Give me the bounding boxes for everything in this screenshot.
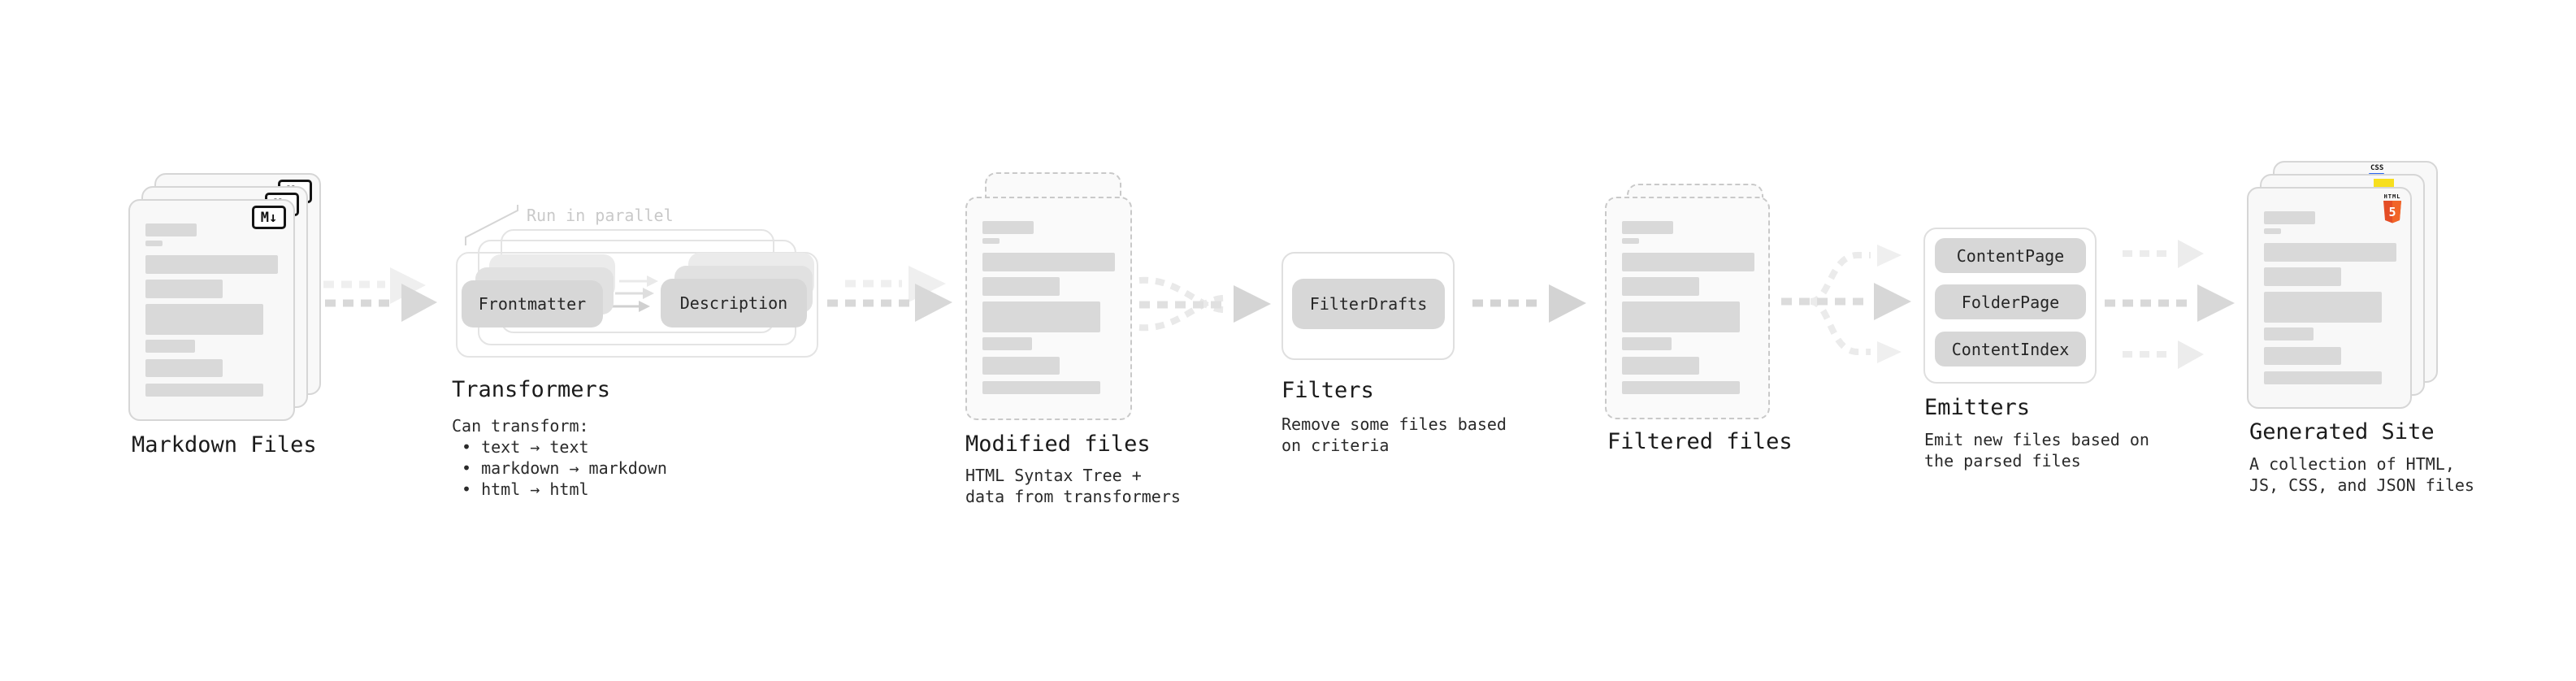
javascript-icon bbox=[2374, 179, 2394, 188]
document-skeleton bbox=[2264, 211, 2396, 384]
arrow-transformers-to-modified bbox=[827, 284, 952, 322]
arrow-modified-to-filters bbox=[1138, 276, 1271, 332]
html5-icon-label: HTML bbox=[2383, 193, 2401, 200]
markdown-icon: M↓ bbox=[252, 206, 286, 229]
document-skeleton bbox=[145, 223, 278, 397]
body-line: on criteria bbox=[1281, 436, 1390, 455]
stage-title-emitters: Emitters bbox=[1924, 395, 2031, 420]
html5-shield: 5 bbox=[2383, 201, 2401, 223]
document-skeleton bbox=[1622, 221, 1754, 394]
arrow-emitters-to-site-top bbox=[2123, 240, 2204, 268]
stage-title-filters: Filters bbox=[1281, 378, 1374, 403]
emitter-pill-contentpage: ContentPage bbox=[1935, 238, 2086, 273]
emitter-pill-contentindex: ContentIndex bbox=[1935, 332, 2086, 367]
filter-drafts-pill: FilterDrafts bbox=[1292, 279, 1445, 329]
svg-text:5: 5 bbox=[2388, 205, 2396, 219]
document-skeleton bbox=[982, 221, 1115, 394]
generated-site-description: A collection of HTML, JS, CSS, and JSON … bbox=[2249, 453, 2474, 496]
stage-title-generated-site: Generated Site bbox=[2249, 419, 2435, 445]
transformers-description: Can transform: • text → text • markdown … bbox=[452, 415, 667, 500]
stage-title-transformers: Transformers bbox=[452, 377, 611, 402]
body-line: Remove some files based bbox=[1281, 414, 1507, 434]
body-line: • text → text bbox=[462, 437, 589, 457]
arrow-filtered-to-emitters-top bbox=[1810, 245, 1902, 305]
body-line: A collection of HTML, bbox=[2249, 454, 2455, 474]
body-line: JS, CSS, and JSON files bbox=[2249, 475, 2474, 495]
arrow-markdown-to-transformers-ghost bbox=[323, 267, 426, 304]
body-line: • markdown → markdown bbox=[462, 458, 667, 478]
arrow-emitters-to-site-middle bbox=[2105, 284, 2235, 322]
body-line: Emit new files based on bbox=[1924, 430, 2149, 449]
transform-step-arrow-front bbox=[611, 301, 650, 312]
stage-title-markdown-files: Markdown Files bbox=[132, 432, 317, 458]
run-in-parallel-connector bbox=[465, 205, 518, 245]
arrow-markdown-to-transformers bbox=[307, 284, 437, 322]
html5-icon: HTML 5 bbox=[2382, 193, 2403, 223]
site-file-card-html: HTML 5 bbox=[2247, 187, 2412, 409]
filters-description: Remove some files based on criteria bbox=[1281, 414, 1507, 456]
transform-step-arrow-back bbox=[619, 275, 658, 287]
arrow-filtered-to-emitters bbox=[1781, 283, 1911, 320]
transformer-input-pill: Frontmatter bbox=[462, 280, 603, 327]
modified-file-card-front bbox=[965, 197, 1132, 420]
transformer-output-pill: Description bbox=[661, 279, 807, 327]
body-line: the parsed files bbox=[1924, 451, 2081, 471]
emitters-description: Emit new files based on the parsed files bbox=[1924, 429, 2149, 471]
run-in-parallel-annotation: Run in parallel bbox=[527, 206, 674, 225]
emitter-pill-folderpage: FolderPage bbox=[1935, 284, 2086, 319]
body-line: • html → html bbox=[462, 479, 589, 499]
body-line: data from transformers bbox=[965, 487, 1181, 506]
stage-title-filtered-files: Filtered files bbox=[1607, 429, 1793, 454]
arrow-filters-to-filtered bbox=[1472, 284, 1586, 323]
body-line: Can transform: bbox=[452, 416, 589, 436]
markdown-file-card-front: M↓ bbox=[128, 199, 295, 421]
modified-files-description: HTML Syntax Tree + data from transformer… bbox=[965, 465, 1181, 507]
css-icon: CSS bbox=[2370, 164, 2384, 172]
stage-title-modified-files: Modified files bbox=[965, 432, 1151, 457]
transformers-frame-front bbox=[456, 252, 818, 358]
body-line: HTML Syntax Tree + bbox=[965, 466, 1142, 485]
arrow-filtered-to-emitters-bottom bbox=[1810, 298, 1902, 363]
arrow-emitters-to-site-bottom bbox=[2123, 340, 2204, 369]
transform-step-arrow-mid bbox=[615, 288, 654, 299]
filtered-file-card-front bbox=[1605, 197, 1770, 419]
